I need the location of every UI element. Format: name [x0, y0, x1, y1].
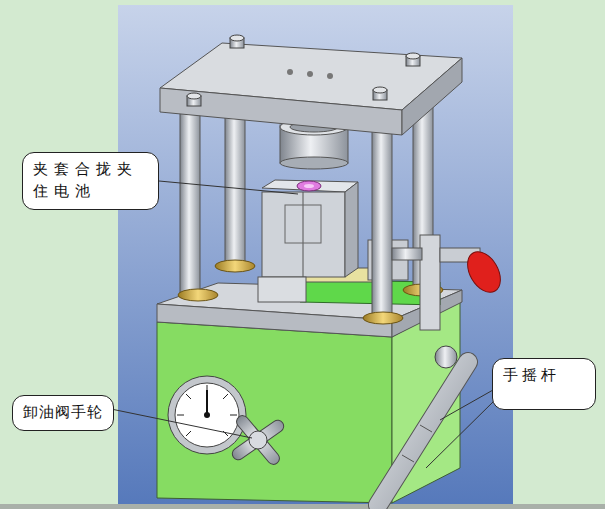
leader-lines [111, 181, 495, 468]
hand-crank [378, 346, 468, 505]
gauge-needle [206, 390, 208, 415]
callout-text: 卸油阀手轮 [23, 402, 103, 424]
column [180, 112, 200, 294]
bottom-band [0, 504, 605, 509]
handwheel [230, 413, 286, 467]
clamp-top [262, 180, 358, 192]
callout-box: 夹套合拢夹 住电池 [22, 152, 159, 210]
nut [363, 312, 403, 324]
upper-die-bottom [280, 157, 348, 169]
callout-box: 手摇杆 [492, 358, 596, 410]
nut [215, 260, 255, 272]
hole [327, 73, 333, 79]
clamp-block [262, 192, 345, 277]
clamp-jaw [285, 205, 321, 243]
callout-box: 卸油阀手轮 [12, 395, 114, 431]
top-plate-front [160, 88, 402, 135]
clamp-side [345, 182, 358, 277]
gauge-rim [168, 376, 246, 454]
gauge-face [175, 383, 239, 447]
viewport-background [118, 5, 513, 505]
lever-bracket [420, 235, 440, 330]
bolts [187, 35, 420, 106]
base-plate-front [157, 304, 392, 337]
base-front [157, 322, 392, 503]
column [225, 100, 245, 268]
lever-rod [392, 248, 422, 260]
hole [287, 69, 293, 75]
hole [307, 71, 313, 77]
callout-text: 夹套合拢夹 住电池 [33, 159, 148, 203]
nut [178, 289, 218, 301]
column [372, 130, 392, 318]
top-plate-side [402, 58, 462, 135]
battery-top [304, 184, 314, 188]
battery [297, 181, 321, 191]
gauge-hub [204, 412, 210, 418]
clamp-base [258, 277, 306, 302]
red-knob [461, 246, 507, 298]
callout-text: 手摇杆 [503, 365, 585, 387]
